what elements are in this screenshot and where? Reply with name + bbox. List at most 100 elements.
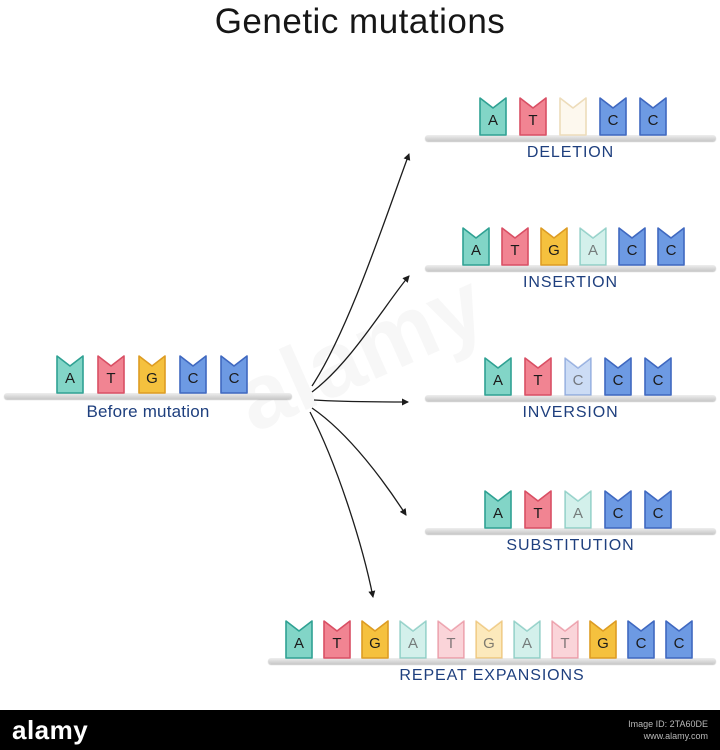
nucleotide-chip-C: C (179, 355, 207, 394)
chip-shape (589, 620, 617, 659)
base-letter: T (560, 635, 569, 652)
chip-shape (657, 227, 685, 266)
nucleotide-chip-C: C (618, 227, 646, 266)
base-letter: T (533, 372, 542, 389)
base-letter: T (533, 505, 542, 522)
arrow-to-insertion (311, 275, 410, 393)
base-letter: A (588, 242, 598, 259)
chip-shape (524, 490, 552, 529)
base-letter: C (573, 372, 584, 389)
nucleotide-chip-T: T (524, 490, 552, 529)
nucleotide-chip-A: A (399, 620, 427, 659)
base-letter: G (597, 635, 609, 652)
nucleotide-chip-C: C (644, 357, 672, 396)
chip-shape (484, 357, 512, 396)
base-letter: A (65, 370, 75, 387)
chip-shape (399, 620, 427, 659)
nucleotide-chip-C: C (639, 97, 667, 136)
base-letter: G (548, 242, 560, 259)
base-letter: C (627, 242, 638, 259)
nucleotide-chip-G: G (361, 620, 389, 659)
nucleotide-chip-A: A (479, 97, 507, 136)
chip-shape (519, 97, 547, 136)
base-letter: A (294, 635, 304, 652)
sequence-platform-inversion (425, 395, 716, 401)
base-letter: C (229, 370, 240, 387)
alamy-logo: alamy (12, 715, 89, 745)
sequence-label-inversion: INVERSION (522, 404, 619, 421)
base-letter: C (648, 112, 659, 129)
chip-shape (524, 357, 552, 396)
chip-shape (138, 355, 166, 394)
base-letter: G (483, 635, 495, 652)
sequence-label-substitution: SUBSTITUTION (506, 537, 635, 554)
chip-shape (179, 355, 207, 394)
base-letter: A (408, 635, 418, 652)
nucleotide-chip-A: A (56, 355, 84, 394)
nucleotide-chip-deleted (559, 97, 587, 136)
nucleotide-chip-A: A (579, 227, 607, 266)
chip-shape (644, 357, 672, 396)
nucleotide-chip-T: T (437, 620, 465, 659)
nucleotide-chip-T: T (323, 620, 351, 659)
chip-shape (639, 97, 667, 136)
sequence-label-repeat: REPEAT EXPANSIONS (399, 667, 585, 684)
sequence-platform-before (4, 393, 292, 399)
chip-shape (604, 490, 632, 529)
chip-shape (220, 355, 248, 394)
base-letter: C (653, 372, 664, 389)
base-letter: C (666, 242, 677, 259)
nucleotide-chip-T: T (519, 97, 547, 136)
nucleotide-chip-A: A (564, 490, 592, 529)
nucleotide-chip-C: C (604, 357, 632, 396)
image-id-text: Image ID: 2TA60DE (628, 719, 708, 729)
chip-shape (564, 357, 592, 396)
nucleotide-chip-A: A (484, 357, 512, 396)
base-letter: A (488, 112, 498, 129)
nucleotide-chip-G: G (138, 355, 166, 394)
sequence-label-deletion: DELETION (526, 144, 615, 161)
chip-shape (323, 620, 351, 659)
nucleotide-chip-A: A (285, 620, 313, 659)
nucleotide-chip-T: T (524, 357, 552, 396)
chip-shape (361, 620, 389, 659)
nucleotide-chip-G: G (475, 620, 503, 659)
diagram-title: Genetic mutations (214, 2, 506, 41)
arrow-to-substitution (311, 407, 407, 516)
sequence-platform-repeat (268, 658, 716, 664)
chip-shape (97, 355, 125, 394)
arrow-to-inversion (313, 398, 409, 406)
base-letter: C (636, 635, 647, 652)
base-letter: T (106, 370, 115, 387)
base-letter: T (332, 635, 341, 652)
image-meta: Image ID: 2TA60DE www.alamy.com (628, 718, 708, 742)
chip-shape (559, 97, 587, 136)
base-letter: C (608, 112, 619, 129)
chip-shape (484, 490, 512, 529)
nucleotide-chip-C: C (599, 97, 627, 136)
nucleotide-chip-C: C (564, 357, 592, 396)
nucleotide-chip-G: G (540, 227, 568, 266)
nucleotide-chip-A: A (484, 490, 512, 529)
base-letter: C (188, 370, 199, 387)
chip-shape (551, 620, 579, 659)
chip-shape (501, 227, 529, 266)
nucleotide-chip-C: C (627, 620, 655, 659)
arrow-to-repeat-expansions (309, 411, 376, 598)
nucleotide-chip-C: C (644, 490, 672, 529)
base-letter: G (146, 370, 158, 387)
base-letter: C (653, 505, 664, 522)
chip-shape (644, 490, 672, 529)
nucleotide-chip-C: C (665, 620, 693, 659)
chip-shape (618, 227, 646, 266)
nucleotide-chip-A: A (462, 227, 490, 266)
nucleotide-chip-C: C (657, 227, 685, 266)
chip-shape (564, 490, 592, 529)
chip-shape (599, 97, 627, 136)
nucleotide-chip-G: G (589, 620, 617, 659)
base-letter: A (493, 505, 503, 522)
base-letter: A (493, 372, 503, 389)
chip-shape (513, 620, 541, 659)
stock-photo-footer-bar: alamy Image ID: 2TA60DE www.alamy.com (0, 710, 720, 750)
